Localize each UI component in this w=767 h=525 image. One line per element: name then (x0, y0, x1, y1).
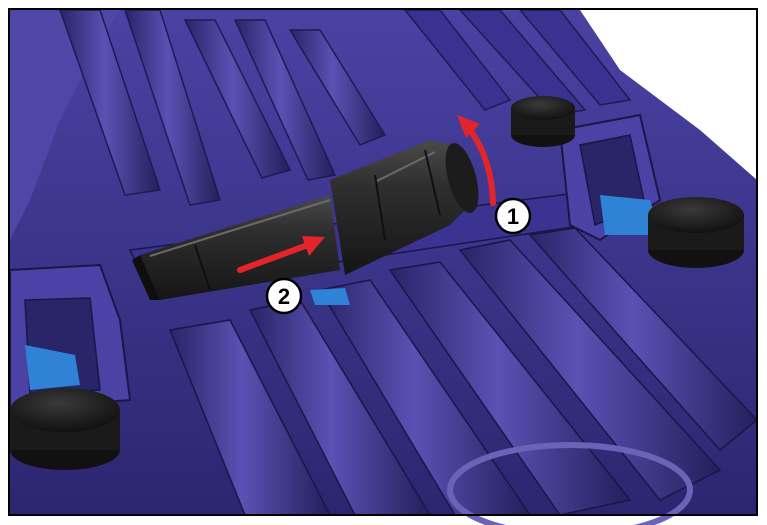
right-clip-frame (558, 113, 662, 242)
arrow-rotate (457, 115, 496, 206)
lower-ribs (168, 227, 759, 516)
figure-frame (8, 8, 758, 516)
black-tube (132, 140, 479, 300)
callout-1-label: 1 (507, 204, 519, 229)
cap-left (10, 388, 120, 470)
cap-top (511, 96, 575, 147)
left-clip-frame (9, 263, 132, 412)
cap-right (648, 197, 744, 268)
right-blue-clip (600, 195, 660, 235)
callout-2: 2 (265, 277, 303, 315)
black-caps (10, 96, 744, 470)
bottom-oval (447, 442, 693, 525)
housing-dome (10, 10, 120, 240)
mid-blue-clip (310, 288, 350, 305)
upper-ribs (58, 9, 387, 206)
left-blue-clip (25, 345, 80, 390)
callout-1: 1 (494, 197, 532, 235)
arrow-push (237, 236, 325, 273)
callout-2-label: 2 (278, 284, 290, 309)
right-upper-ribs (403, 9, 632, 116)
